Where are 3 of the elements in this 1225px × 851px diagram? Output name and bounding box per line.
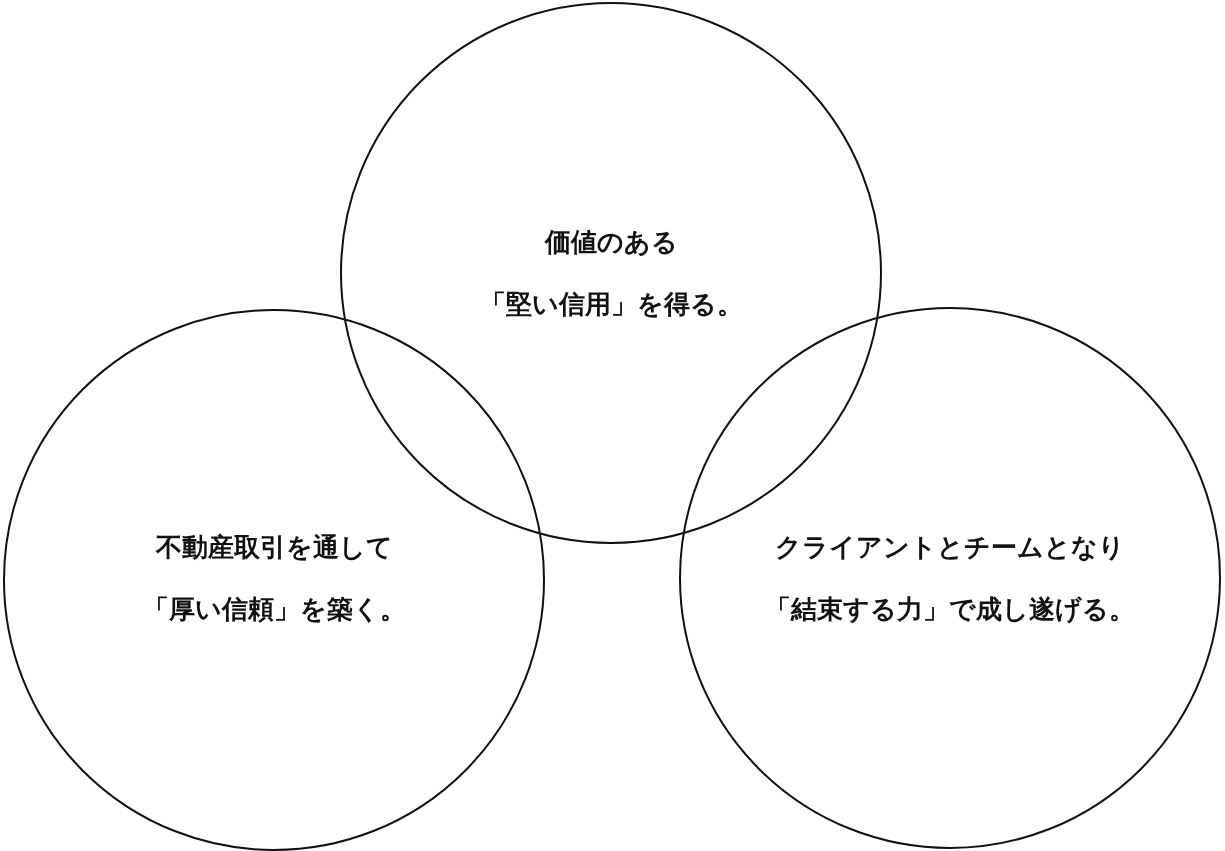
circle-text: 不動産取引を通して「厚い信頼」を築く。 — [142, 531, 406, 626]
circle-text: クライアントとチームとなり「結束する力」で成し遂げる。 — [765, 531, 1135, 626]
circle-text: 価値のある「堅い信用」を得る。 — [479, 226, 743, 321]
